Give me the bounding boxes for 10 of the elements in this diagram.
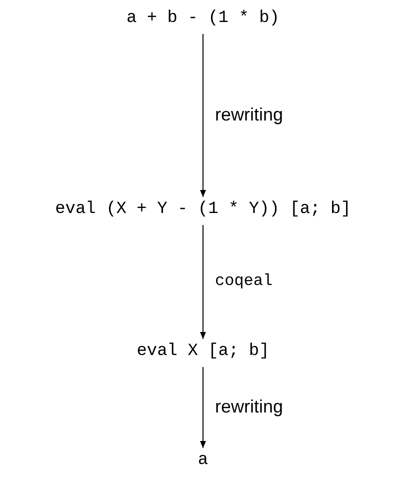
expression-text: eval X [a; b] — [136, 341, 270, 363]
edge-label: rewriting — [215, 395, 284, 418]
expression-text: a + b - (1 * b) — [126, 8, 280, 30]
arrow — [200, 224, 206, 340]
edge-label: rewriting — [215, 103, 284, 126]
expression-text: a — [198, 450, 208, 472]
expression-text: eval (X + Y - (1 * Y)) [a; b] — [55, 199, 351, 221]
arrow — [200, 34, 206, 198]
edge-label: coqeal — [215, 271, 273, 292]
arrow — [200, 366, 206, 448]
